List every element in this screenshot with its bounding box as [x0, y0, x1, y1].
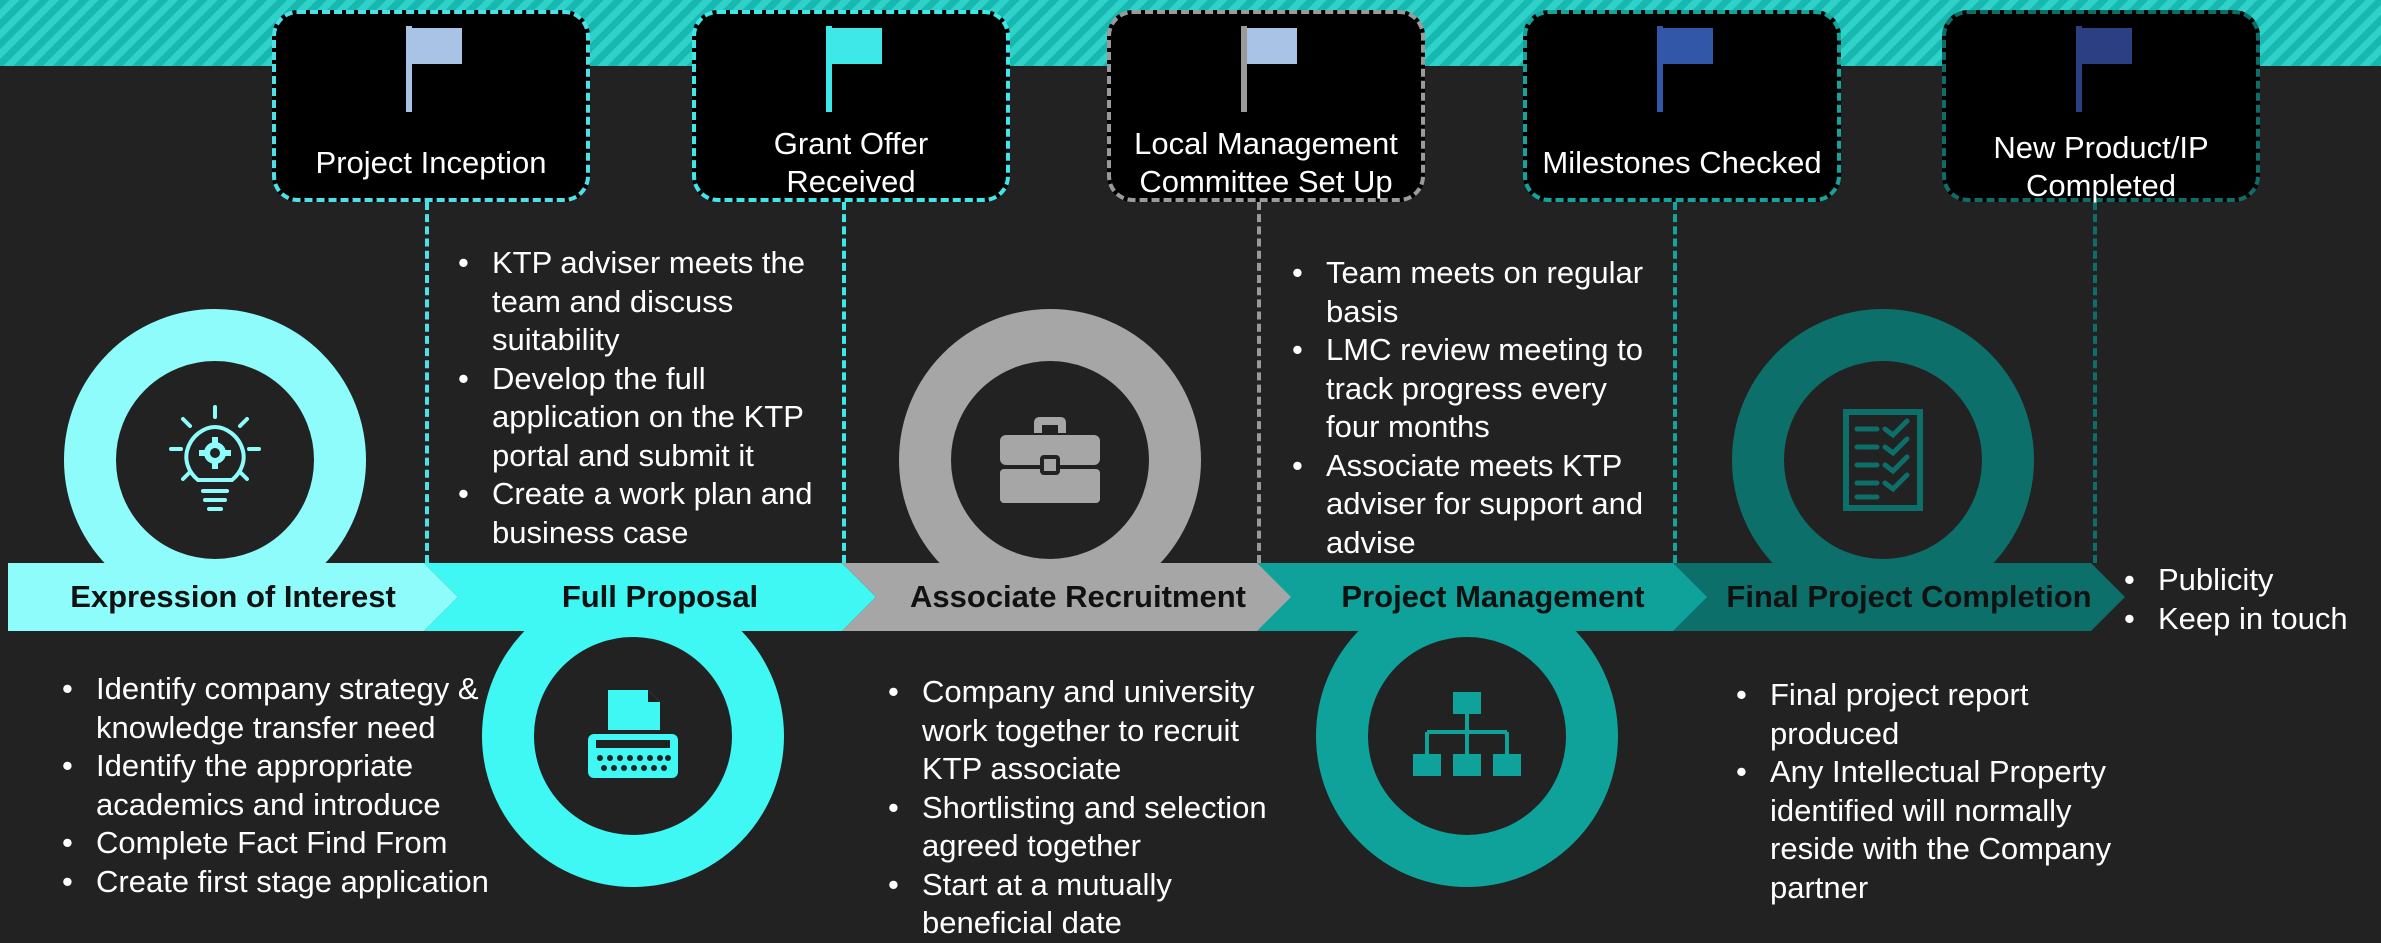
list-item: •Any Intellectual Property identified wi…: [1736, 754, 2112, 905]
flag-icon: [1241, 26, 1297, 112]
list-item: •Publicity: [2124, 562, 2274, 597]
flag-icon: [2076, 26, 2132, 112]
milestone-label: Project Inception: [315, 145, 547, 180]
list-item: •Identify company strategy & knowledge t…: [62, 671, 479, 745]
flag-icon: [406, 26, 462, 112]
connector-line: [425, 202, 429, 563]
org-chart-icon: [1413, 692, 1521, 776]
list-item: •Start at a mutually beneficial date: [888, 866, 1172, 941]
stage-associate-recruitment: Associate Recruitment: [842, 563, 1294, 631]
bullets-expression: •Identify company strategy & knowledge t…: [60, 670, 490, 901]
milestone-label: Milestones Checked: [1542, 145, 1822, 180]
briefcase-icon: [1000, 417, 1100, 503]
list-item: •Shortlisting and selection agreed toget…: [888, 789, 1267, 864]
list-item: •Final project report produced: [1736, 677, 2029, 751]
stage-full-proposal: Full Proposal: [424, 563, 876, 631]
list-item: •Company and university work together to…: [888, 674, 1255, 786]
connector-line: [2093, 202, 2097, 563]
stage-label: Final Project Completion: [1726, 579, 2092, 614]
milestone-milestones-checked: Milestones Checked: [1523, 10, 1841, 202]
list-item: •Keep in touch: [2124, 600, 2348, 636]
stage-final-project-completion: Final Project Completion: [1673, 563, 2125, 631]
typewriter-icon: [588, 690, 678, 778]
milestone-label: Grant Offer Received: [773, 126, 929, 199]
list-item: •LMC review meeting to track progress ev…: [1292, 332, 1644, 444]
connector-line: [1257, 202, 1261, 563]
flag-icon: [1657, 26, 1713, 112]
list-item: •Create first stage application: [62, 863, 489, 899]
lightbulb-gear-icon: [169, 405, 261, 511]
bullets-recruitment: •Company and university work together to…: [886, 673, 1286, 943]
connector-line: [1673, 202, 1677, 563]
milestone-label: New Product/IP Completed: [1993, 130, 2209, 203]
milestone-lmc-setup: Local Management Committee Set Up: [1107, 10, 1425, 202]
list-item: •KTP adviser meets the team and discuss …: [458, 245, 806, 357]
list-item: •Identify the appropriate academics and …: [62, 748, 441, 822]
stage-label: Project Management: [1341, 579, 1645, 614]
stage-label: Full Proposal: [561, 579, 759, 614]
stage-expression-of-interest: Expression of Interest: [8, 563, 458, 631]
list-item: •Complete Fact Find From: [62, 825, 448, 860]
milestone-project-inception: Project Inception: [272, 10, 590, 202]
connector-line: [842, 202, 846, 563]
bullets-completion: •Final project report produced •Any Inte…: [1734, 676, 2134, 907]
bullets-after-completion: •Publicity •Keep in touch: [2122, 561, 2381, 638]
checklist-icon: [1843, 409, 1923, 511]
bullets-proposal: •KTP adviser meets the team and discuss …: [456, 244, 836, 552]
stage-label: Expression of Interest: [70, 579, 396, 614]
list-item: •Team meets on regular basis: [1292, 255, 1644, 329]
list-item: •Create a work plan and business case: [458, 476, 813, 550]
milestone-product-completed: New Product/IP Completed: [1942, 10, 2260, 203]
stage-project-management: Project Management: [1257, 563, 1709, 631]
flag-icon: [826, 26, 882, 112]
list-item: •Associate meets KTP adviser for support…: [1292, 447, 1644, 560]
list-item: •Develop the full application on the KTP…: [458, 360, 804, 473]
stage-label: Associate Recruitment: [910, 579, 1246, 614]
milestone-label: Local Management Committee Set Up: [1134, 126, 1398, 199]
milestone-grant-offer: Grant Offer Received: [692, 10, 1010, 202]
bullets-management: •Team meets on regular basis •LMC review…: [1290, 254, 1668, 562]
